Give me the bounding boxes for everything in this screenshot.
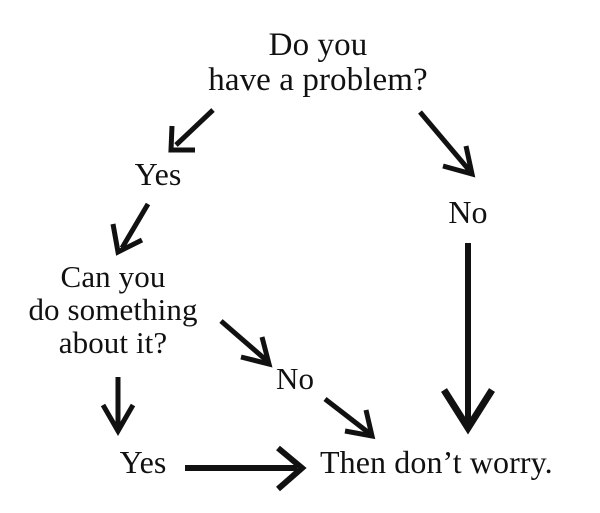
- arrow-yes-to-can-you: [110, 202, 151, 256]
- node-can-you: Can you do something about it?: [28, 259, 198, 360]
- node-question-line2: have a problem?: [208, 61, 428, 98]
- node-question-line1: Do you: [268, 27, 368, 63]
- arrow-can-you-to-no: [219, 319, 273, 368]
- node-can-you-line1: Can you: [60, 259, 166, 294]
- node-no-mid: No: [275, 361, 315, 396]
- node-outcome: Then don’t worry.: [320, 444, 553, 480]
- arrow-can-you-to-yes: [100, 377, 136, 437]
- node-can-you-line3: about it?: [58, 324, 168, 360]
- node-yes-bottom: Yes: [119, 444, 167, 480]
- arrow-no-to-outcome-long: [441, 243, 495, 435]
- node-can-you-line2: do something: [28, 291, 198, 327]
- arrow-yes-to-outcome: [185, 445, 307, 492]
- node-no-right: No: [448, 194, 488, 230]
- node-question: Do you have a problem?: [208, 28, 428, 98]
- node-yes-top: Yes: [134, 156, 182, 192]
- arrow-question-to-no: [418, 110, 476, 178]
- arrow-no-to-outcome: [323, 397, 376, 440]
- arrow-question-to-yes: [168, 108, 215, 153]
